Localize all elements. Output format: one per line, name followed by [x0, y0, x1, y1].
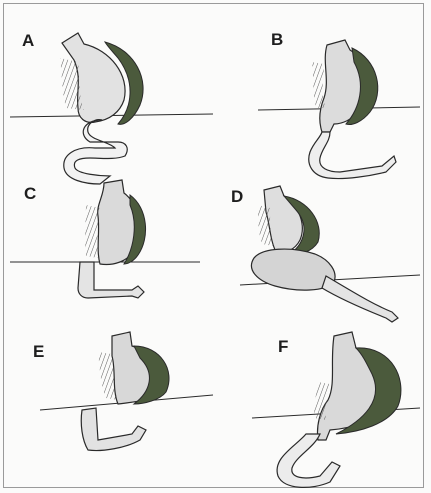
panel-e-label: E	[33, 343, 44, 360]
panel-e-drawing	[40, 332, 213, 451]
panel-c-drawing	[10, 180, 200, 298]
panel-c-duodenum	[78, 262, 144, 298]
panel-b-label: B	[271, 31, 283, 48]
panel-a-duodenum	[64, 120, 127, 184]
panel-f-duodenum	[277, 434, 340, 487]
panel-f-label: F	[278, 338, 288, 355]
panel-b-duodenum	[309, 132, 396, 179]
panel-d-label: D	[231, 188, 243, 205]
panel-d-duodenum	[322, 276, 398, 322]
panel-a-label: A	[22, 32, 34, 49]
panel-b-drawing	[258, 40, 420, 179]
panel-e-duodenum	[81, 408, 146, 451]
panel-d-drawing	[240, 186, 420, 322]
panel-c-label: C	[24, 185, 36, 202]
panel-a-drawing	[10, 33, 213, 184]
